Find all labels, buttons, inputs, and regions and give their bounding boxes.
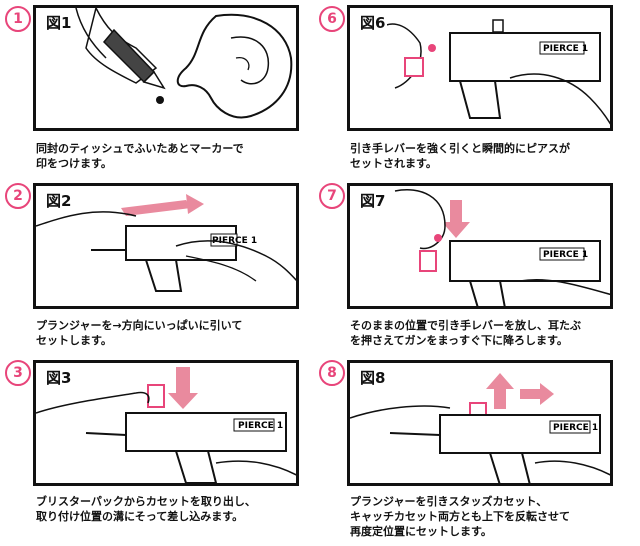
step-caption: プランジャーを引きスタッズカセット、 キャッチカセット両方とも上下を反転させて … — [350, 495, 570, 538]
figure-label: 図2 — [44, 190, 74, 211]
figure-panel-3: 図3 PIERCE 1 — [33, 360, 299, 486]
step-caption: そのままの位置で引き手レバーを放し、耳たぶ を押さえてガンをまっすぐ下に降ろしま… — [350, 319, 581, 347]
ear-marker-illustration — [75, 8, 293, 119]
cassette-insert-illustration: PIERCE 1 — [36, 367, 296, 483]
brand-label: PIERCE 1 — [543, 44, 588, 54]
figure-panel-2: 図2 PIERCE 1 — [33, 183, 299, 309]
figure-label: 図6 — [358, 12, 388, 33]
figure-panel-6: 図6 PIERCE 1 — [347, 5, 613, 131]
figure-label: 図1 — [44, 12, 74, 33]
brand-label: PIERCE 1 — [543, 250, 588, 260]
brand-label: PIERCE 1 — [238, 421, 283, 431]
figure-panel-8: 図8 PIERCE 1 — [347, 360, 613, 486]
brand-label: PIERCE 1 — [553, 423, 598, 433]
figure-panel-7: 図7 PIERCE 1 — [347, 183, 613, 309]
step-number-badge: 8 — [319, 360, 345, 386]
step-number-badge: 6 — [319, 6, 345, 32]
lower-gun-illustration: PIERCE 1 — [394, 189, 610, 306]
step-number-badge: 3 — [5, 360, 31, 386]
plunger-pull-illustration: PIERCE 1 — [36, 194, 296, 292]
figure-label: 図3 — [44, 367, 74, 388]
step-number-badge: 7 — [319, 183, 345, 209]
step-caption: 同封のティッシュでふいたあとマーカーで 印をつけます。 — [36, 142, 244, 170]
figure-panel-1: 図1 — [33, 5, 299, 131]
step-caption: 引き手レバーを強く引くと瞬間的にピアスが セットされます。 — [350, 142, 570, 170]
step-number-badge: 1 — [5, 6, 31, 32]
figure-label: 図7 — [358, 190, 388, 211]
step-caption: ブリスターパックからカセットを取り出し、 取り付け位置の溝にそって差し込みます。 — [36, 495, 256, 523]
brand-label: PIERCE 1 — [212, 236, 257, 246]
reset-cassette-illustration: PIERCE 1 — [350, 373, 610, 483]
step-number-badge: 2 — [5, 183, 31, 209]
figure-label: 図8 — [358, 367, 388, 388]
step-caption: プランジャーを→方向にいっぱいに引いて セットします。 — [36, 319, 243, 347]
lever-pull-illustration: PIERCE 1 — [379, 19, 610, 125]
